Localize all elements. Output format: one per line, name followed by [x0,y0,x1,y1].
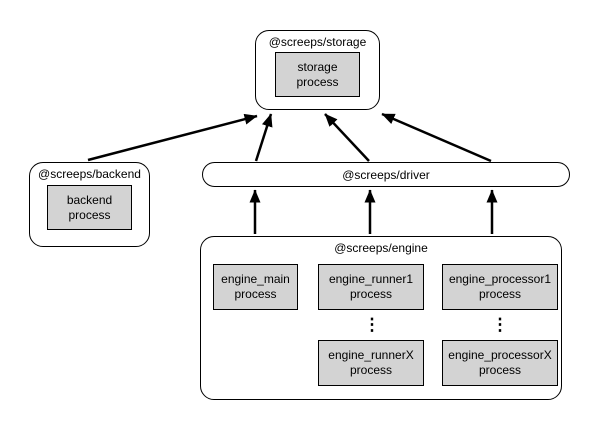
engine-node-label: @screeps/engine [334,241,428,255]
backend-node-label: @screeps/backend [38,167,141,181]
engine-runnerX-process-box: engine_runnerX process [318,340,424,386]
engine-runner1-process-type: process [349,287,393,301]
engine-runnerX-process-name: engine_runnerX [328,348,414,362]
processor-ellipsis: ⋮ [491,315,509,334]
engine-processorX-process-name: engine_processorX [448,348,552,362]
backend-process-name: backend [66,192,113,207]
engine-processor1-process-box: engine_processor1 process [442,264,558,310]
backend-process-box: backend process [47,185,132,230]
storage-node-label: @screeps/storage [268,35,367,49]
storage-process-type: process [296,74,339,89]
engine-runner1-process-box: engine_runner1 process [318,264,424,310]
engine-processorX-process-box: engine_processorX process [442,340,558,386]
runner-ellipsis: ⋮ [363,315,381,334]
driver-node: @screeps/driver [202,162,570,187]
engine-processor1-process-name: engine_processor1 [448,272,552,286]
edge-driver-to-storage-left [254,113,273,162]
engine-node: @screeps/engine engine_main process engi… [200,236,562,400]
edge-driver-to-storage-middle [324,113,370,162]
engine-processor1-process-type: process [478,287,522,301]
driver-node-label: @screeps/driver [342,167,430,182]
backend-node: @screeps/backend backend process [29,162,150,247]
engine-processorX-process-type: process [478,363,522,377]
edge-driver-to-storage-right [381,112,492,163]
backend-process-type: process [68,207,111,222]
engine-runner1-process-name: engine_runner1 [328,272,414,286]
engine-main-process-name: engine_main [221,272,290,286]
engine-runnerX-process-type: process [349,363,393,377]
edge-backend-to-storage [87,113,258,162]
engine-main-process-type: process [234,287,277,301]
storage-node: @screeps/storage storage process [255,30,380,110]
engine-main-process-box: engine_main process [213,264,298,310]
storage-process-name: storage [297,59,338,74]
storage-process-box: storage process [275,52,360,97]
